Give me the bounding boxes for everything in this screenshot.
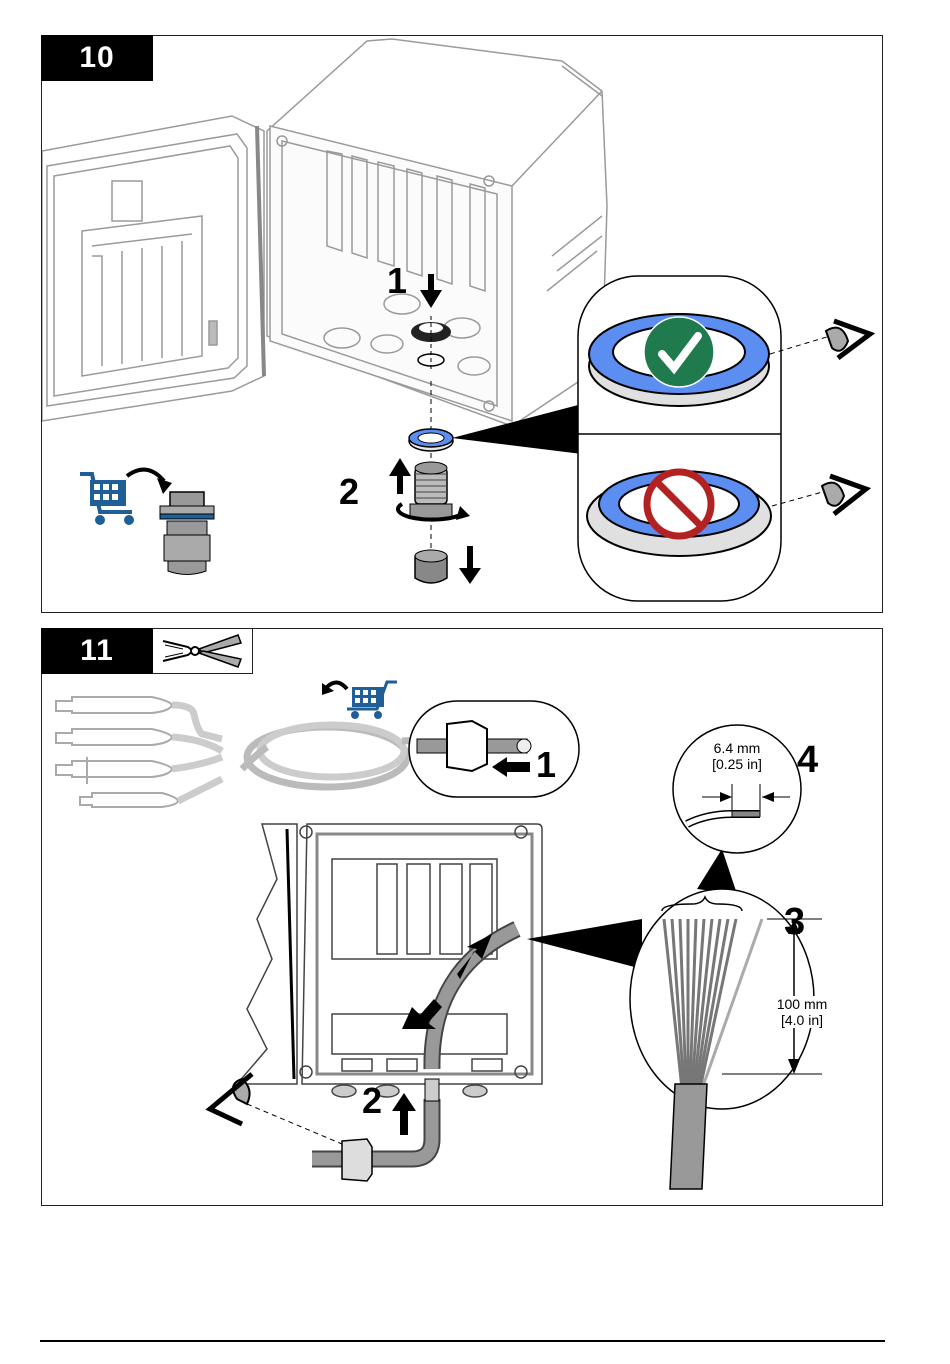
gland-cap-icon bbox=[414, 549, 448, 584]
callout-pointer bbox=[452, 404, 582, 454]
callout-4: 4 bbox=[797, 739, 819, 781]
callout-pointer bbox=[697, 849, 737, 894]
callout-2: 2 bbox=[339, 471, 359, 512]
footer-rule bbox=[40, 1340, 885, 1342]
strip-length-imperial: [0.25 in] bbox=[712, 756, 762, 773]
callout-3: 3 bbox=[784, 901, 806, 943]
up-arrow-icon bbox=[389, 458, 411, 494]
down-arrow-icon bbox=[420, 274, 442, 308]
seal-correct-orientation bbox=[588, 313, 770, 407]
sealing-washer-icon bbox=[408, 428, 454, 452]
enclosure-open-illustration bbox=[235, 823, 543, 1098]
step-11-illustration: 1 2 bbox=[55, 680, 822, 1190]
cable-gland-icon bbox=[396, 461, 470, 522]
strip-length-metric: 6.4 mm bbox=[713, 740, 761, 756]
jacket-strip-metric: 100 mm bbox=[776, 996, 828, 1012]
wire-strip-inset bbox=[629, 888, 822, 1190]
curved-arrow-icon bbox=[125, 467, 166, 483]
gland-nut-inset bbox=[408, 700, 580, 798]
step-11-panel: 11 bbox=[41, 628, 883, 1206]
jacket-strip-dimension: 100 mm [4.0 in] bbox=[772, 996, 832, 1029]
step-10-panel: 10 bbox=[41, 35, 883, 613]
enclosure-illustration bbox=[42, 38, 608, 427]
callout-1: 1 bbox=[387, 260, 407, 301]
seal-orientation-inset bbox=[577, 275, 782, 602]
up-arrow-icon bbox=[392, 1093, 416, 1135]
sensor-probe-icon bbox=[55, 696, 224, 808]
shopping-cart-icon bbox=[347, 680, 397, 719]
step-10-illustration: 1 2 bbox=[42, 38, 876, 602]
gland-nut-icon bbox=[341, 1078, 440, 1182]
down-arrow-icon bbox=[459, 546, 481, 584]
eye-icon bbox=[205, 1072, 343, 1145]
wire-stripper-icon bbox=[162, 634, 243, 668]
callout-pointer bbox=[527, 919, 642, 969]
cable-coil-icon bbox=[239, 721, 433, 791]
insert-arrows bbox=[402, 934, 492, 1029]
eye-icon bbox=[771, 473, 872, 516]
strip-length-inset bbox=[672, 724, 802, 854]
locknut-icon bbox=[411, 316, 451, 370]
step-number-badge: 10 bbox=[41, 35, 153, 81]
eye-icon bbox=[769, 318, 876, 360]
jacket-strip-imperial: [4.0 in] bbox=[780, 1012, 824, 1029]
seal-incorrect-orientation bbox=[586, 468, 772, 557]
callout-1: 1 bbox=[536, 744, 556, 785]
cable-gland-icon bbox=[159, 491, 215, 575]
callout-2: 2 bbox=[362, 1080, 382, 1121]
step-number-badge: 11 bbox=[41, 628, 153, 674]
strip-length-dimension: 6.4 mm [0.25 in] bbox=[697, 740, 777, 772]
check-icon bbox=[643, 316, 715, 388]
shopping-cart-icon bbox=[80, 472, 134, 525]
curved-arrow-icon bbox=[325, 680, 349, 691]
required-tool-box bbox=[153, 628, 253, 674]
